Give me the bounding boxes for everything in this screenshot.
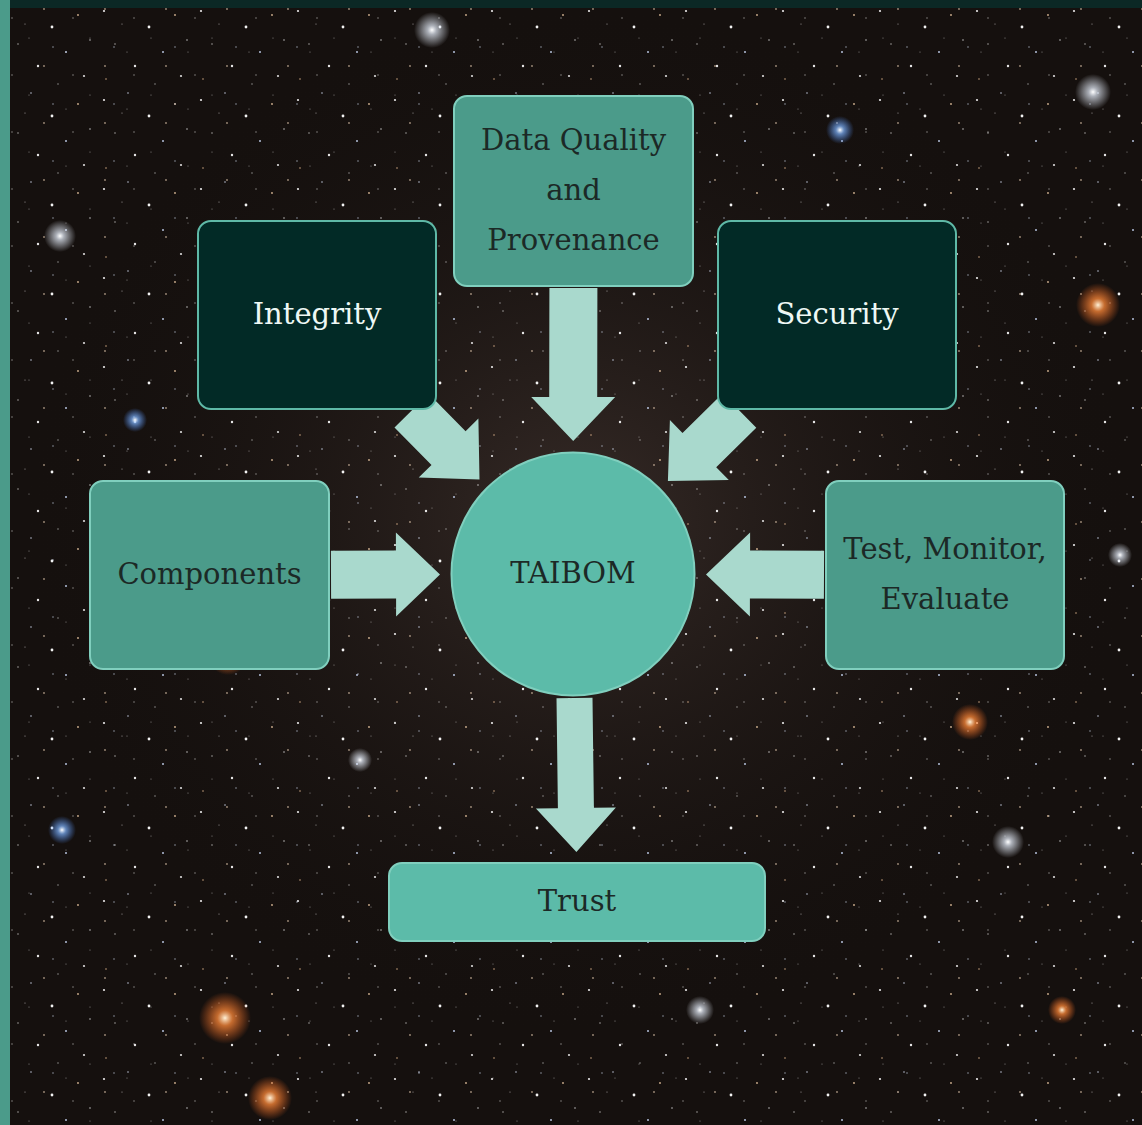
result-box: Trust: [388, 862, 766, 942]
node-label: Components: [117, 550, 301, 600]
process-box: Data Quality and Provenance: [453, 95, 694, 287]
process-box: Components: [89, 480, 330, 670]
node-label: Integrity: [253, 290, 382, 340]
node-label: Trust: [538, 877, 616, 927]
process-box: Integrity: [197, 220, 437, 410]
process-box: Security: [717, 220, 957, 410]
block-arrow: [531, 288, 615, 441]
block-arrow: [536, 698, 616, 852]
block-arrow: [331, 533, 440, 617]
node-label: Security: [775, 290, 898, 340]
node-label: Test, Monitor, Evaluate: [837, 525, 1053, 625]
edge-stripe: [0, 0, 10, 1125]
hub-circle: TAIBOM: [450, 451, 696, 697]
edge-stripe: [10, 0, 1142, 8]
process-box: Test, Monitor, Evaluate: [825, 480, 1065, 670]
block-arrow: [706, 533, 824, 617]
node-label: Data Quality and Provenance: [465, 116, 682, 266]
node-label: TAIBOM: [510, 549, 635, 599]
circle-shape: [451, 452, 694, 695]
